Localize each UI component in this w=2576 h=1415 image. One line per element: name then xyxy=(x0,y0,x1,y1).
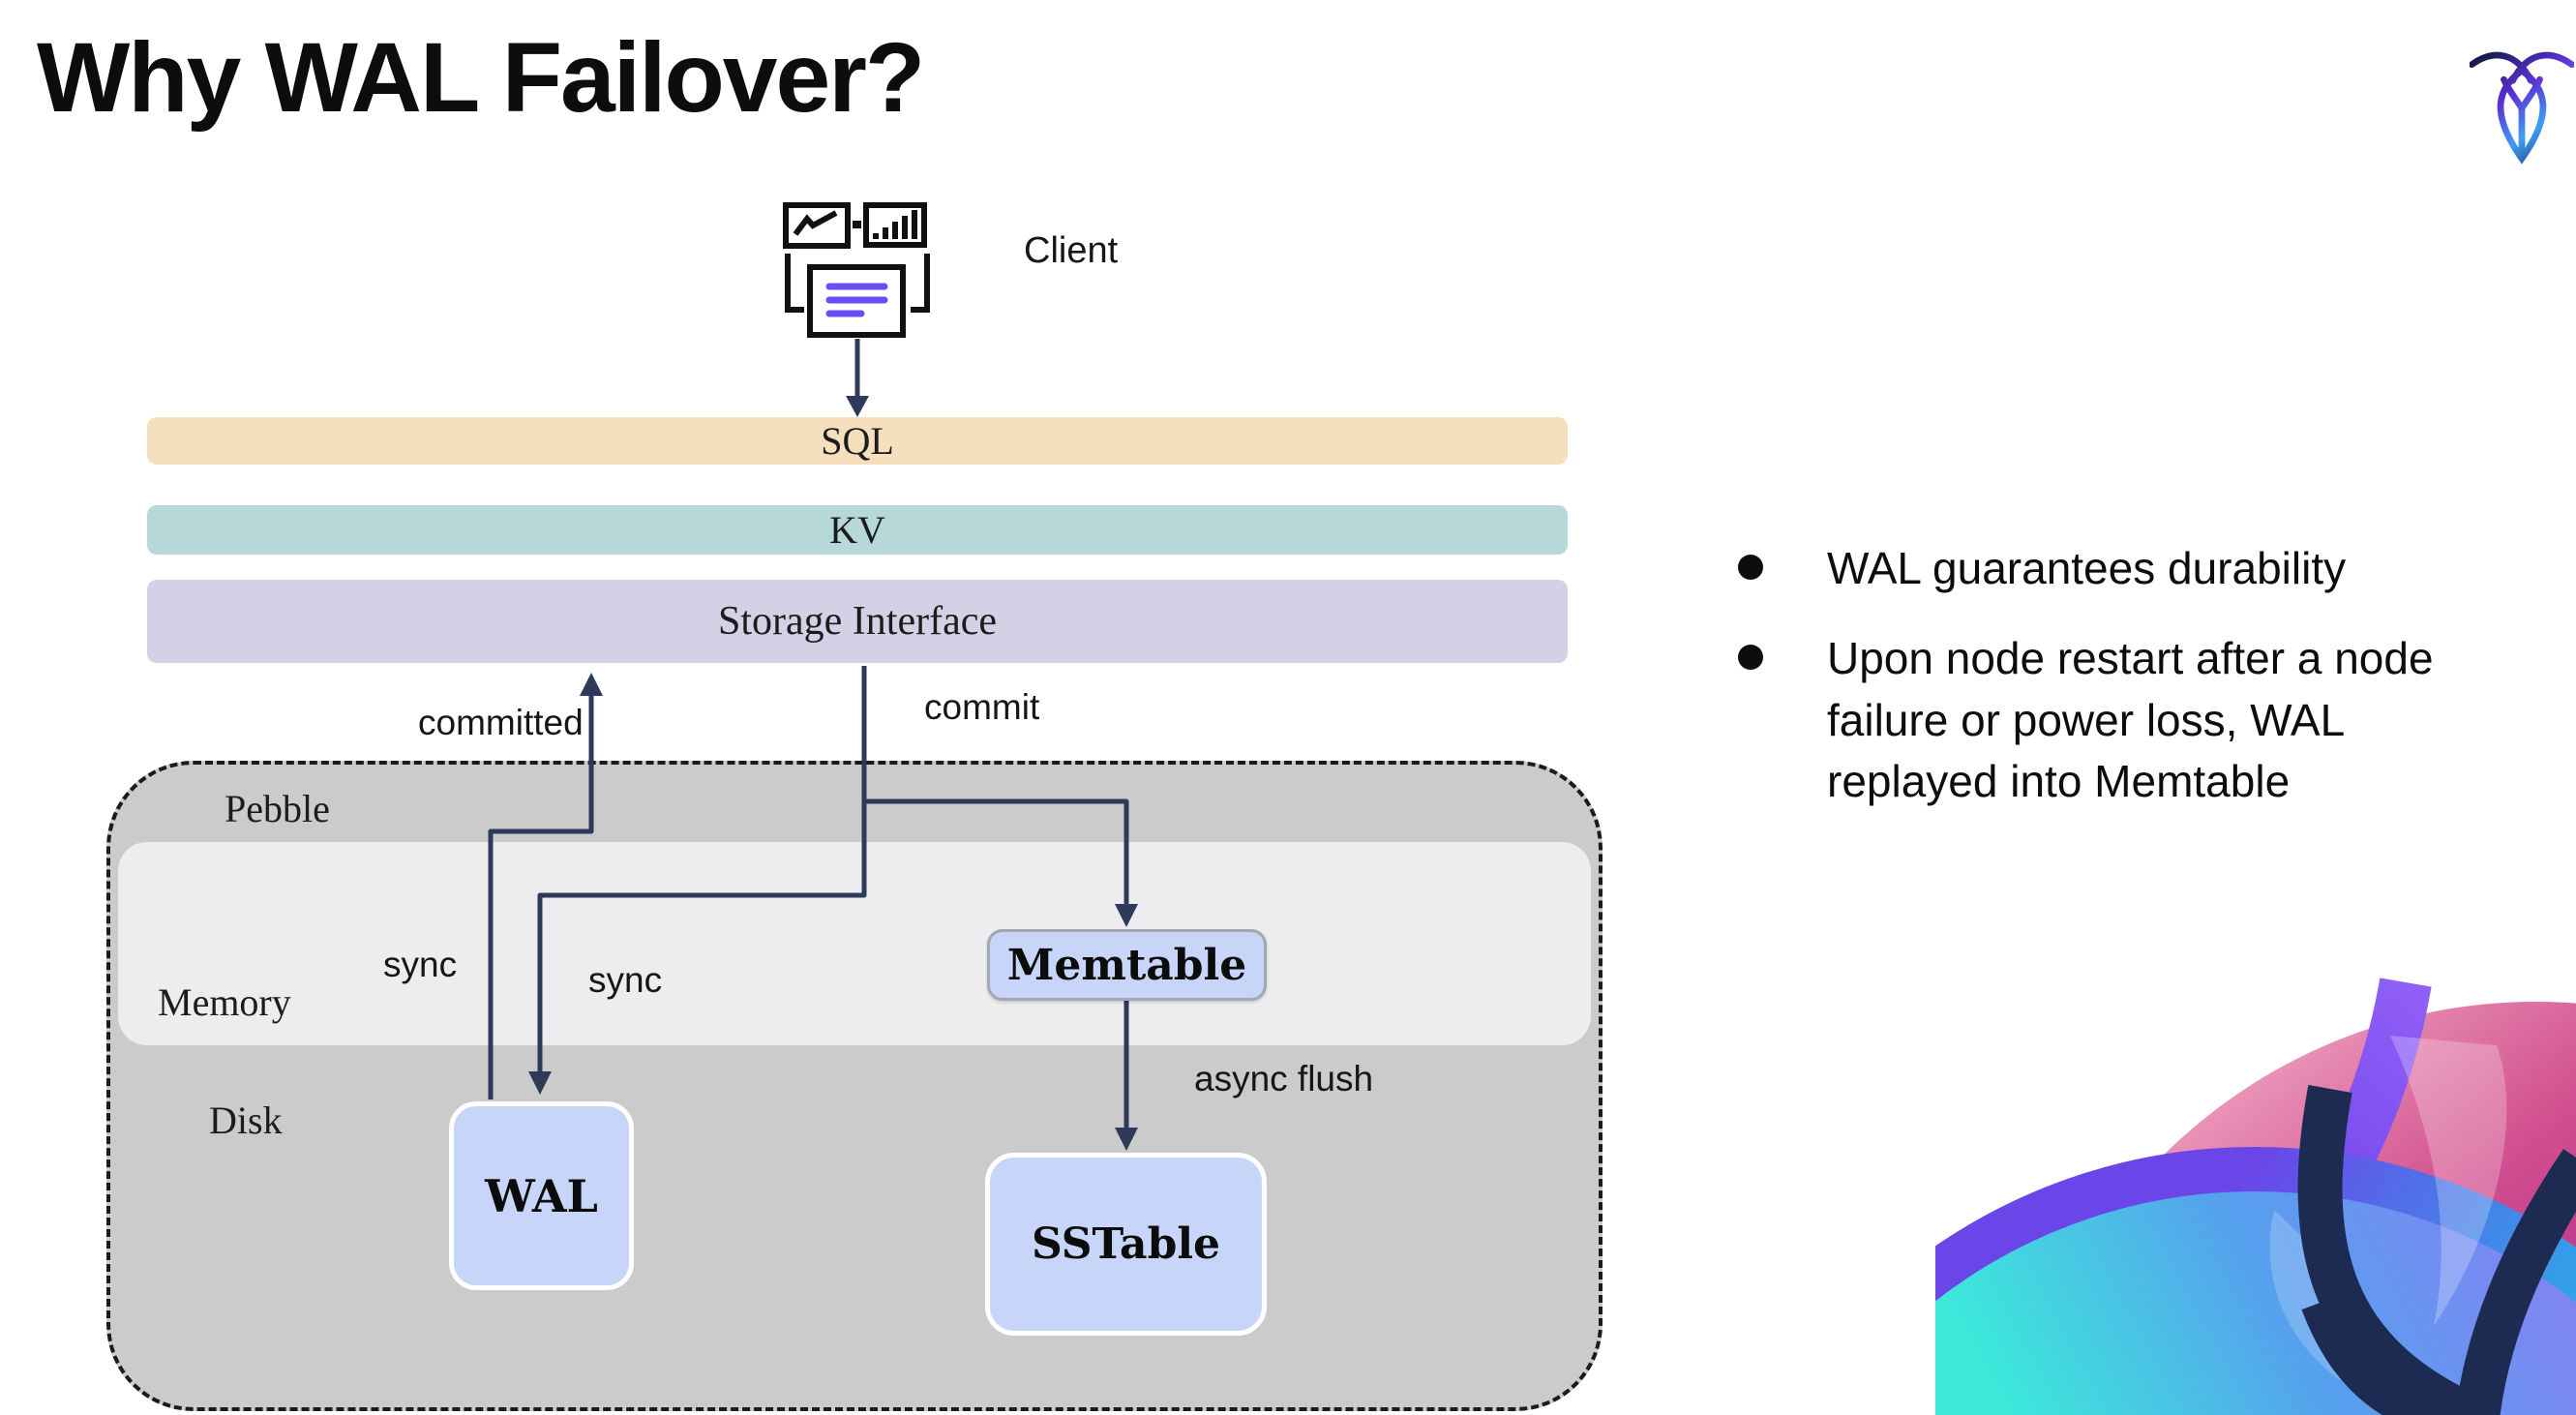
memory-band xyxy=(118,842,1591,1045)
layer-storage-label: Storage Interface xyxy=(718,599,997,644)
bracket-right xyxy=(911,254,930,313)
line-chart-zigzag xyxy=(793,210,838,236)
art-blue-ring xyxy=(1935,1147,2576,1303)
bullet-text: WAL guarantees durability xyxy=(1827,543,2347,593)
disk-label: Disk xyxy=(209,1099,283,1142)
memtable-box: Memtable xyxy=(987,929,1267,1001)
sstable-label: SSTable xyxy=(1031,1219,1221,1269)
client-label: Client xyxy=(1024,230,1119,271)
art-petal-1 xyxy=(2390,1036,2507,1326)
layer-kv-label: KV xyxy=(829,508,885,552)
bar-chart-bars xyxy=(873,210,917,239)
committed-edge-label: committed xyxy=(418,703,584,742)
sync-left-edge-label: sync xyxy=(383,945,458,984)
sstable-box: SSTable xyxy=(985,1153,1267,1336)
line-chart-icon xyxy=(783,202,851,249)
sync-right-edge-label: sync xyxy=(588,960,663,1000)
wal-box: WAL xyxy=(449,1101,634,1290)
client-icon xyxy=(783,202,930,338)
cockroachdb-logo-icon xyxy=(2470,51,2574,165)
bullet-text: Upon node restart after a node failure o… xyxy=(1827,633,2434,807)
async-flush-edge-label: async flush xyxy=(1194,1059,1374,1099)
layer-sql: SQL xyxy=(147,417,1568,465)
document-icon xyxy=(807,264,906,338)
bullet-list: WAL guarantees durability Upon node rest… xyxy=(1738,538,2570,842)
layer-storage-interface: Storage Interface xyxy=(147,580,1568,663)
bullet-dot xyxy=(1738,555,1763,580)
client-to-sql-arrow xyxy=(846,339,869,417)
logo-stem-right-arm xyxy=(2518,75,2543,112)
bullet-dot xyxy=(1738,645,1763,671)
list-item: Upon node restart after a node failure o… xyxy=(1738,628,2570,812)
list-item: WAL guarantees durability xyxy=(1738,538,2570,599)
layer-kv: KV xyxy=(147,505,1568,555)
memtable-label: Memtable xyxy=(1006,940,1247,990)
page-title: Why WAL Failover? xyxy=(37,22,925,133)
pebble-label: Pebble xyxy=(225,787,330,830)
brand-corner-art xyxy=(1935,978,2576,1415)
commit-edge-label: commit xyxy=(924,687,1040,727)
bracket-left xyxy=(785,254,804,313)
logo-stem-left-arm xyxy=(2501,75,2526,112)
art-blue-circle xyxy=(1935,1171,2576,1415)
bar-chart-icon xyxy=(863,202,927,248)
memory-label: Memory xyxy=(158,980,291,1024)
wal-label: WAL xyxy=(485,1169,598,1222)
layer-sql-label: SQL xyxy=(821,419,894,463)
